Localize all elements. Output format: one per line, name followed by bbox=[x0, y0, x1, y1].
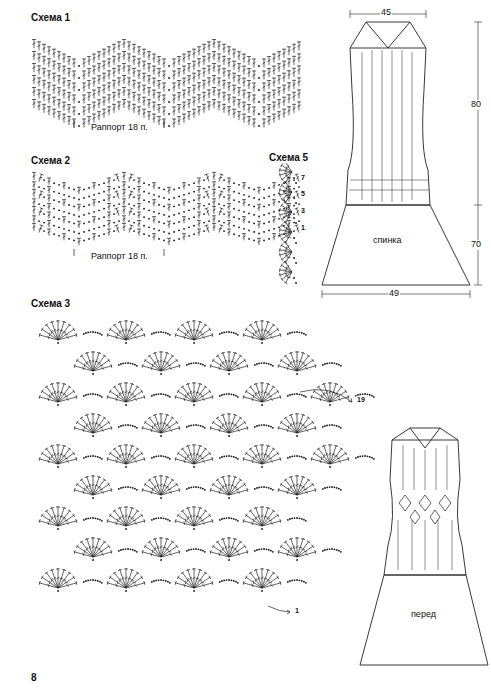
skirt bbox=[360, 575, 488, 665]
row-number: 19 bbox=[356, 396, 366, 404]
row-number: 1 bbox=[300, 224, 306, 232]
row-number: 5 bbox=[300, 190, 306, 198]
scheme-heading: Схема 5 bbox=[268, 152, 309, 163]
bodice bbox=[346, 48, 430, 205]
skirt bbox=[322, 205, 470, 285]
part-name: перед bbox=[410, 610, 437, 620]
bodice bbox=[384, 440, 466, 575]
scheme-heading: Схема 3 bbox=[30, 298, 71, 309]
row-number: 3 bbox=[300, 207, 306, 215]
repeat-note: Раппорт 18 п. bbox=[90, 252, 149, 262]
page-number: 8 bbox=[30, 672, 38, 683]
stitch-symbols bbox=[32, 39, 352, 614]
scheme-heading: Схема 1 bbox=[30, 12, 71, 23]
row-number: 1 bbox=[294, 607, 300, 615]
dimension-label: 45 bbox=[380, 8, 392, 18]
repeat-note: Раппорт 18 п. bbox=[90, 123, 149, 133]
diamond-motifs bbox=[399, 495, 451, 524]
part-name: спинка bbox=[372, 236, 403, 246]
straps bbox=[392, 428, 458, 448]
dimension-label: 49 bbox=[388, 289, 400, 299]
dimension-lines bbox=[322, 10, 482, 298]
dress-front bbox=[360, 428, 488, 665]
pleats bbox=[349, 50, 429, 202]
pleats bbox=[398, 445, 452, 570]
scheme-heading: Схема 2 bbox=[30, 155, 71, 166]
dress-back bbox=[322, 10, 482, 298]
dimension-label: 80 bbox=[470, 100, 482, 110]
chain-dots bbox=[39, 66, 374, 591]
dimension-label: 70 bbox=[470, 240, 482, 250]
straps bbox=[350, 22, 426, 48]
row-number: 7 bbox=[300, 174, 306, 182]
crochet-charts bbox=[32, 39, 374, 614]
